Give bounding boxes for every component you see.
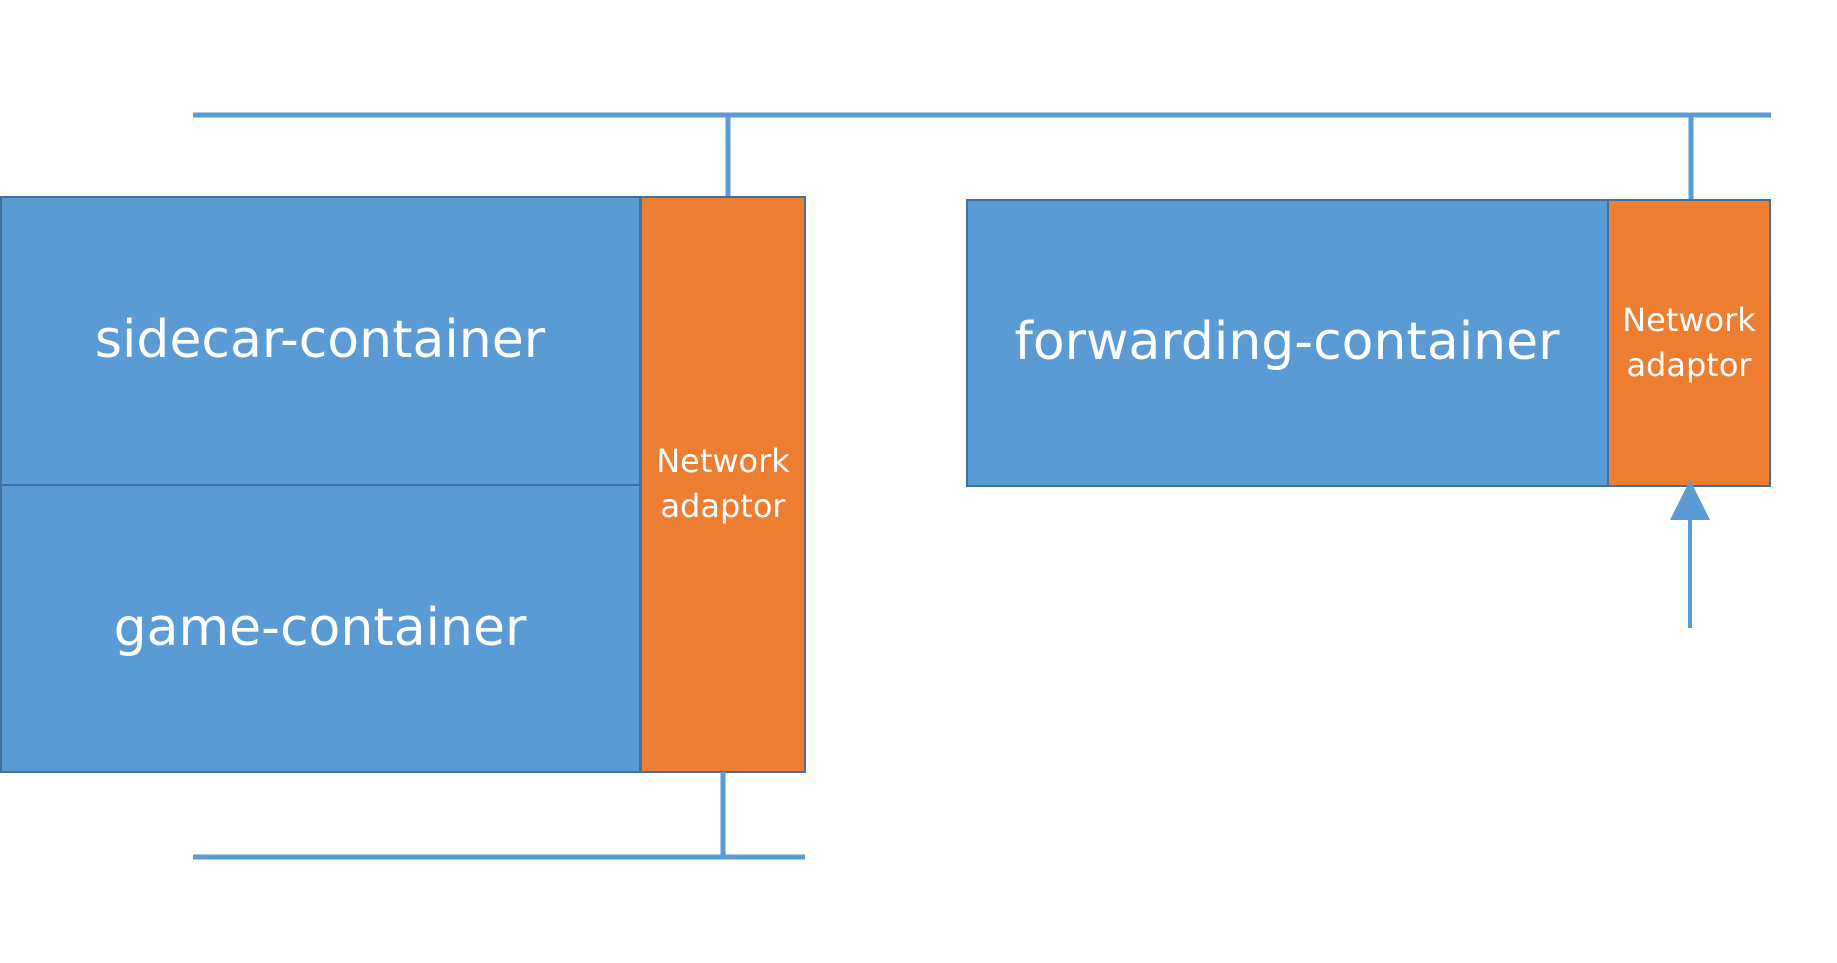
left-network-adaptor-label-line2: adaptor bbox=[660, 487, 786, 525]
game-container-label: game-container bbox=[114, 598, 527, 658]
sidecar-container-box bbox=[0, 196, 641, 486]
left-network-adaptor-label-line1: Network bbox=[656, 442, 790, 480]
right-network-adaptor-label-line1: Network bbox=[1622, 301, 1756, 339]
forwarding-container-label: forwarding-container bbox=[1015, 312, 1561, 372]
sidecar-container-label: sidecar-container bbox=[95, 310, 546, 370]
forwarding-container-box bbox=[966, 199, 1609, 487]
right-network-adaptor-label-line2: adaptor bbox=[1626, 346, 1752, 384]
left-network-adaptor-box bbox=[640, 196, 806, 773]
right-network-adaptor-box bbox=[1607, 199, 1771, 487]
game-container-box bbox=[0, 484, 641, 773]
